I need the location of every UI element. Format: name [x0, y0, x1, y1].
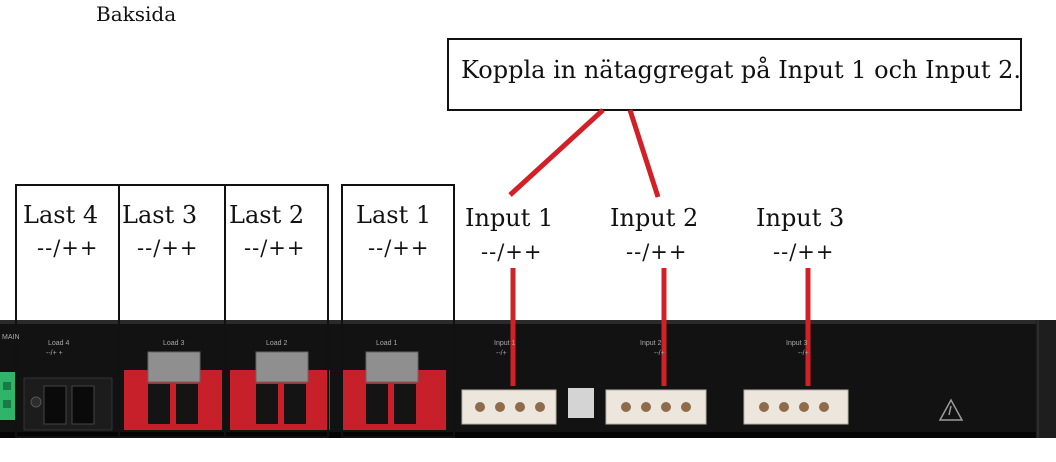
last4-label: Last 4 [23, 201, 99, 229]
last2-box [224, 184, 329, 438]
input2-polarity: --/++ [626, 240, 688, 264]
callout-text: Koppla in nätaggregat på Input 1 och Inp… [461, 56, 1022, 84]
green-terminal-screw [3, 400, 11, 408]
input3-pin [759, 402, 769, 412]
load4-socket [43, 385, 67, 425]
input3-pin [819, 402, 829, 412]
input1-pin [475, 402, 485, 412]
last1-polarity: --/++ [368, 236, 430, 260]
input1-label: Input 1 [465, 204, 554, 232]
panel-print-input2: Input 2 [640, 340, 662, 347]
callout-pointer-input2 [627, 109, 661, 198]
warning-bolt-icon [948, 405, 952, 416]
load4-socket [71, 385, 95, 425]
callout-box [447, 38, 1022, 111]
panel-print-input3: Input 3 [786, 340, 808, 347]
load4-screw [30, 396, 42, 408]
panel-print-load2: Load 2 [266, 340, 288, 347]
input3-pin [779, 402, 789, 412]
panel-print-edge: MAIN [2, 334, 20, 341]
warning-triangle-icon [938, 398, 964, 421]
panel-right-bezel [1036, 320, 1056, 438]
input2-pin [681, 402, 691, 412]
load1-socket [394, 384, 416, 424]
input1-polarity: --/++ [481, 240, 543, 264]
input3-polarity: --/++ [773, 240, 835, 264]
panel-top-edge [0, 320, 1056, 324]
load2-socket [256, 384, 278, 424]
load2-clamp [255, 351, 309, 383]
input2-pin [641, 402, 651, 412]
load3-socket [148, 384, 170, 424]
input1-pin [535, 402, 545, 412]
panel-print-input1-polarity: --/+ [496, 350, 507, 357]
load3-socket [176, 384, 198, 424]
last3-label: Last 3 [122, 201, 198, 229]
input1-pin [515, 402, 525, 412]
green-terminal-block [0, 372, 16, 420]
input3-pin [799, 402, 809, 412]
side-label: Baksida [96, 2, 177, 26]
input2-pin [621, 402, 631, 412]
panel-print-input3-polarity: --/+ [798, 350, 809, 357]
load2-socket [284, 384, 306, 424]
load3-clamp [147, 351, 201, 383]
load1-socket [366, 384, 388, 424]
last1-label: Last 1 [356, 201, 432, 229]
load1-clamp [365, 351, 419, 383]
input1-latch [568, 388, 594, 418]
last4-polarity: --/++ [37, 236, 99, 260]
last1-box [341, 184, 455, 438]
input2-label: Input 2 [610, 204, 699, 232]
input1-pin [495, 402, 505, 412]
input3-label: Input 3 [756, 204, 845, 232]
panel-print-load3: Load 3 [163, 340, 185, 347]
green-terminal-screw [3, 382, 11, 390]
panel-print-input1: Input 1 [494, 340, 516, 347]
panel-bottom-shadow [0, 432, 1056, 438]
last2-polarity: --/++ [244, 236, 306, 260]
last3-polarity: --/++ [137, 236, 199, 260]
input2-pin [661, 402, 671, 412]
callout-pointer-input1 [508, 108, 605, 197]
panel-print-load4: Load 4 [48, 340, 70, 347]
last2-label: Last 2 [229, 201, 305, 229]
panel-print-input2-polarity: --/+ [654, 350, 665, 357]
panel-print-load4-polarity: --/+ + [46, 350, 63, 357]
panel-print-load1: Load 1 [376, 340, 398, 347]
